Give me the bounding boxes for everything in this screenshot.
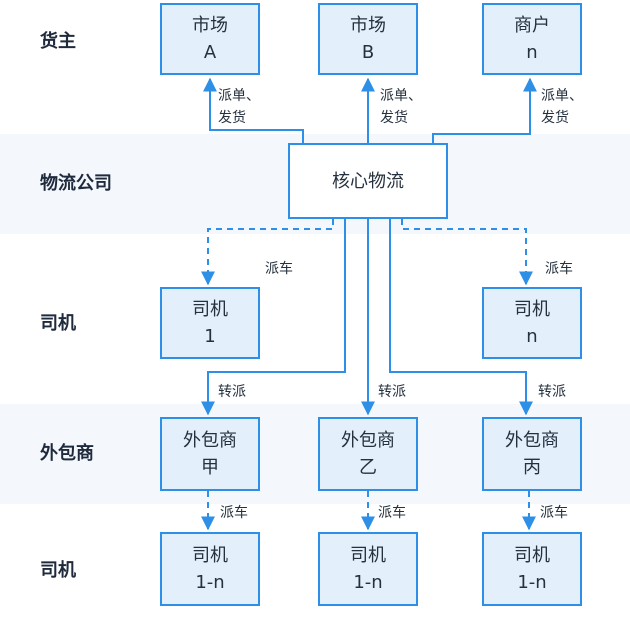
node-sub-yi-line1: 外包商 [341,430,395,451]
edge-core-to-merchant-n [432,77,537,144]
node-driver-sub-3-line2: 1-n [517,572,547,593]
edge-label-transfer-yi: 转派 [378,384,406,400]
node-market-b-line1: 市场 [350,15,386,36]
node-core-label: 核心物流 [332,170,404,192]
node-merchant-n-line1: 商户 [514,15,550,36]
edge-label-dispatch-car-sub-yi: 派车 [378,505,406,521]
edge-label-dispatch-order-a-2: 发货 [218,110,246,126]
node-market-a: 市场 A [160,3,260,75]
node-sub-yi-line2: 乙 [359,457,377,478]
node-market-a-line2: A [203,42,217,63]
node-sub-yi: 外包商 乙 [318,417,418,491]
node-driver-sub-2: 司机 1-n [318,532,418,606]
node-sub-bing-line2: 丙 [523,457,541,478]
node-sub-bing: 外包商 丙 [482,417,582,491]
edge-label-dispatch-order-b-2: 发货 [380,110,408,126]
node-market-b: 市场 B [318,3,418,75]
row-label-driver-bottom: 司机 [40,560,76,581]
node-sub-jia-line1: 外包商 [183,430,237,451]
node-sub-jia: 外包商 甲 [160,417,260,491]
node-merchant-n-line2: n [526,42,538,63]
edge-core-to-driver-n [401,219,533,286]
edge-label-dispatch-order-n-1: 派单、 [541,88,583,104]
node-market-a-line1: 市场 [192,15,228,36]
node-sub-bing-line1: 外包商 [505,430,559,451]
node-driver-sub-2-line1: 司机 [350,545,386,566]
node-driver-sub-3-line1: 司机 [514,545,550,566]
node-driver-sub-3: 司机 1-n [482,532,582,606]
node-driver-n-line2: n [526,326,538,347]
edge-core-to-driver-1 [201,219,334,286]
node-driver-1: 司机 1 [160,287,260,359]
row-label-shipper: 货主 [40,31,76,52]
row-label-logistics: 物流公司 [40,173,112,194]
edge-label-dispatch-car-driver-n: 派车 [545,261,573,277]
node-driver-sub-1-line1: 司机 [192,545,228,566]
node-market-b-line2: B [361,42,375,63]
node-core-logistics: 核心物流 [288,143,448,219]
node-driver-sub-1: 司机 1-n [160,532,260,606]
edge-label-dispatch-order-a-1: 派单、 [218,88,260,104]
edge-label-dispatch-order-n-2: 发货 [541,110,569,126]
edge-label-dispatch-car-sub-jia: 派车 [220,505,248,521]
edge-label-dispatch-car-driver-1: 派车 [265,261,293,277]
row-label-driver-top: 司机 [40,313,76,334]
edge-core-to-sub-bing [389,219,533,416]
node-driver-sub-2-line2: 1-n [353,572,383,593]
node-sub-jia-line2: 甲 [201,457,219,478]
edge-label-transfer-bing: 转派 [538,384,566,400]
node-driver-1-line1: 司机 [192,299,228,320]
edge-label-dispatch-order-b-1: 派单、 [380,88,422,104]
edge-label-dispatch-car-sub-bing: 派车 [540,505,568,521]
node-merchant-n: 商户 n [482,3,582,75]
edge-label-transfer-jia: 转派 [218,384,246,400]
edge-core-to-sub-jia [201,219,346,416]
edge-core-to-market-a [203,77,304,144]
node-driver-1-line2: 1 [204,326,216,347]
node-driver-n: 司机 n [482,287,582,359]
node-driver-n-line1: 司机 [514,299,550,320]
node-driver-sub-1-line2: 1-n [195,572,225,593]
row-label-subcontractor: 外包商 [40,443,94,464]
